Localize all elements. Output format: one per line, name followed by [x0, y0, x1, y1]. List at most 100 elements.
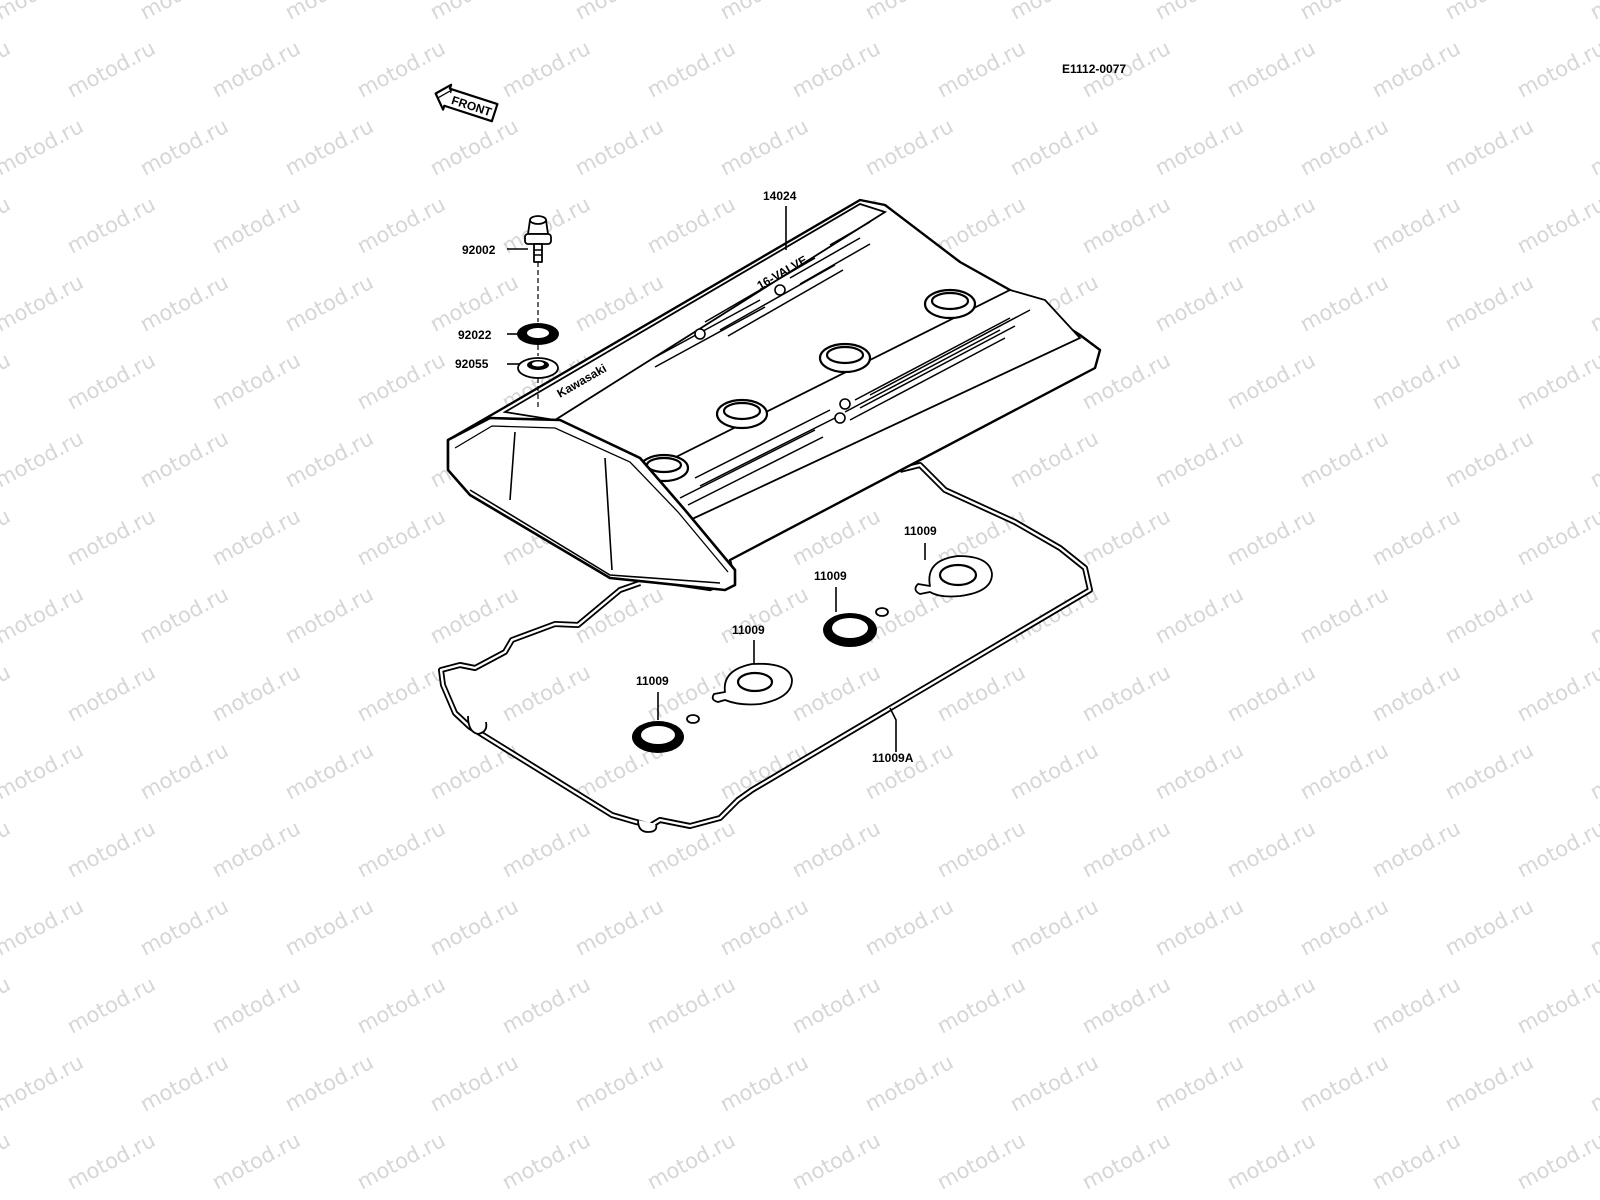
watermark-text: motod.ru	[426, 582, 522, 648]
watermark-text: motod.ru	[1078, 660, 1174, 726]
watermark-text: motod.ru	[353, 816, 449, 882]
watermark-text: motod.ru	[1006, 0, 1102, 24]
watermark-text: motod.ru	[1368, 192, 1464, 258]
watermark-text: motod.ru	[716, 114, 812, 180]
watermark-text: motod.ru	[1296, 0, 1392, 24]
watermark-text: motod.ru	[1513, 816, 1600, 882]
watermark-text: motod.ru	[1006, 1050, 1102, 1116]
watermark-text: motod.ru	[1151, 738, 1247, 804]
watermark-text: motod.ru	[353, 972, 449, 1038]
watermark-text: motod.ru	[136, 582, 232, 648]
watermark-text: motod.ru	[63, 36, 159, 102]
watermark-text: motod.ru	[281, 738, 377, 804]
watermark-text: motod.ru	[1223, 504, 1319, 570]
watermark-text: motod.ru	[136, 894, 232, 960]
watermark-text: motod.ru	[1296, 738, 1392, 804]
watermark-text: motod.ru	[643, 36, 739, 102]
watermark-text: motod.ru	[1368, 972, 1464, 1038]
watermark-text: motod.ru	[63, 504, 159, 570]
watermark-text: motod.ru	[861, 114, 957, 180]
watermark-text: motod.ru	[1441, 1050, 1537, 1116]
part-number-label: 92022	[458, 328, 492, 342]
seal-2	[711, 662, 793, 706]
watermark-text: motod.ru	[281, 114, 377, 180]
watermark-text: motod.ru	[1586, 114, 1600, 180]
watermark-text: motod.ru	[1296, 114, 1392, 180]
grommet	[517, 357, 559, 379]
watermark-text: motod.ru	[0, 582, 87, 648]
watermark-text: motod.ru	[426, 1050, 522, 1116]
watermark-text: motod.ru	[1223, 36, 1319, 102]
cover-gasket	[438, 462, 1093, 833]
watermark-text: motod.ru	[426, 894, 522, 960]
part-number-label: 11009	[814, 569, 847, 583]
watermark-text: motod.ru	[1078, 816, 1174, 882]
watermark-text: motod.ru	[1441, 582, 1537, 648]
watermark-text: motod.ru	[643, 192, 739, 258]
watermark-text: motod.ru	[498, 36, 594, 102]
watermark-text: motod.ru	[0, 192, 14, 258]
watermark-text: motod.ru	[208, 504, 304, 570]
watermark-text: motod.ru	[1296, 270, 1392, 336]
watermark-text: motod.ru	[933, 1128, 1029, 1194]
diagram-code: E1112-0077	[1062, 62, 1126, 76]
cylinder-head-cover: Kawasaki 16-VALVE	[446, 198, 1102, 592]
watermark-text: motod.ru	[0, 660, 14, 726]
watermark-text: motod.ru	[1513, 192, 1600, 258]
watermark-text: motod.ru	[1586, 582, 1600, 648]
watermark-text: motod.ru	[136, 1050, 232, 1116]
washer	[517, 323, 559, 345]
watermark-text: motod.ru	[1368, 660, 1464, 726]
watermark-text: motod.ru	[208, 972, 304, 1038]
watermark-text: motod.ru	[208, 348, 304, 414]
watermark-text: motod.ru	[571, 0, 667, 24]
watermark-text: motod.ru	[788, 972, 884, 1038]
watermark-text: motod.ru	[1513, 504, 1600, 570]
watermark-text: motod.ru	[1151, 270, 1247, 336]
watermark-text: motod.ru	[1151, 1050, 1247, 1116]
watermark-text: motod.ru	[136, 426, 232, 492]
part-number-label: 11009A	[872, 751, 914, 765]
watermark-text: motod.ru	[571, 1050, 667, 1116]
watermark-text: motod.ru	[1223, 972, 1319, 1038]
watermark-text: motod.ru	[0, 270, 87, 336]
watermark-text: motod.ru	[1151, 582, 1247, 648]
part-number-label: 14024	[763, 189, 797, 203]
watermark-text: motod.ru	[281, 582, 377, 648]
watermark-text: motod.ru	[0, 1128, 14, 1194]
watermark-text: motod.ru	[1441, 738, 1537, 804]
watermark-text: motod.ru	[281, 894, 377, 960]
watermark-text: motod.ru	[716, 582, 812, 648]
part-number-label: 11009	[904, 524, 937, 538]
watermark-text: motod.ru	[1441, 894, 1537, 960]
watermark-text: motod.ru	[0, 738, 87, 804]
watermark-text: motod.ru	[0, 1050, 87, 1116]
watermark-text: motod.ru	[861, 894, 957, 960]
watermark-text: motod.ru	[788, 816, 884, 882]
watermark-text: motod.ru	[1368, 504, 1464, 570]
watermark-text: motod.ru	[281, 270, 377, 336]
watermark-text: motod.ru	[788, 660, 884, 726]
watermark-text: motod.ru	[1586, 738, 1600, 804]
watermark-text: motod.ru	[1441, 426, 1537, 492]
watermark-text: motod.ru	[426, 114, 522, 180]
watermark-text: motod.ru	[281, 1050, 377, 1116]
watermark-text: motod.ru	[716, 894, 812, 960]
watermark-text: motod.ru	[208, 816, 304, 882]
watermark-text: motod.ru	[63, 816, 159, 882]
watermark-text: motod.ru	[281, 426, 377, 492]
watermark-text: motod.ru	[1223, 660, 1319, 726]
watermark-text: motod.ru	[1586, 270, 1600, 336]
watermark-text: motod.ru	[716, 738, 812, 804]
watermark-text: motod.ru	[136, 270, 232, 336]
watermark-text: motod.ru	[281, 0, 377, 24]
watermark-text: motod.ru	[0, 0, 87, 24]
seal-4	[914, 555, 993, 598]
watermark-text: motod.ru	[933, 192, 1029, 258]
watermark-text: motod.ru	[933, 816, 1029, 882]
watermark-text: motod.ru	[1296, 1050, 1392, 1116]
watermark-text: motod.ru	[1441, 270, 1537, 336]
watermark-text: motod.ru	[1078, 504, 1174, 570]
watermark-text: motod.ru	[0, 426, 87, 492]
